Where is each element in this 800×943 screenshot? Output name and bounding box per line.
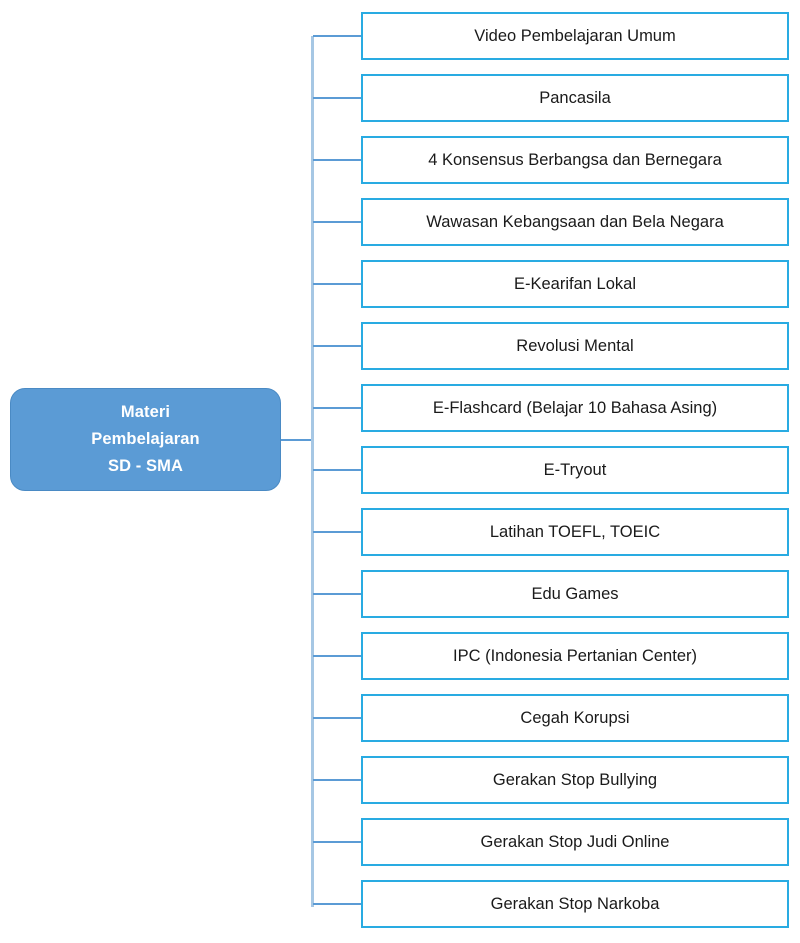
root-connector-stem (281, 439, 313, 441)
connector-trunk-vertical (311, 36, 314, 907)
leaf-node-label: Wawasan Kebangsaan dan Bela Negara (426, 213, 724, 231)
leaf-node-label: E-Kearifan Lokal (514, 275, 636, 293)
connector-branch-4 (313, 221, 361, 223)
connector-branch-3 (313, 159, 361, 161)
leaf-node-10[interactable]: Edu Games (361, 570, 789, 618)
connector-branch-1 (313, 35, 361, 37)
connector-branch-13 (313, 779, 361, 781)
leaf-node-4[interactable]: Wawasan Kebangsaan dan Bela Negara (361, 198, 789, 246)
leaf-node-label: Gerakan Stop Judi Online (480, 833, 670, 851)
leaf-node-11[interactable]: IPC (Indonesia Pertanian Center) (361, 632, 789, 680)
leaf-node-8[interactable]: E-Tryout (361, 446, 789, 494)
connector-branch-5 (313, 283, 361, 285)
connector-branch-11 (313, 655, 361, 657)
leaf-node-13[interactable]: Gerakan Stop Bullying (361, 756, 789, 804)
root-node-line-2: Pembelajaran (91, 430, 200, 448)
leaf-node-6[interactable]: Revolusi Mental (361, 322, 789, 370)
leaf-node-label: Gerakan Stop Narkoba (490, 895, 660, 913)
leaf-node-label: Cegah Korupsi (520, 709, 630, 727)
leaf-node-5[interactable]: E-Kearifan Lokal (361, 260, 789, 308)
connector-branch-6 (313, 345, 361, 347)
leaf-node-label: E-Tryout (543, 461, 607, 479)
leaf-node-14[interactable]: Gerakan Stop Judi Online (361, 818, 789, 866)
connector-branch-14 (313, 841, 361, 843)
root-node-line-3: SD - SMA (107, 457, 184, 475)
leaf-node-label: IPC (Indonesia Pertanian Center) (453, 647, 697, 665)
connector-branch-10 (313, 593, 361, 595)
leaf-node-label: 4 Konsensus Berbangsa dan Bernegara (428, 151, 722, 169)
leaf-node-2[interactable]: Pancasila (361, 74, 789, 122)
leaf-node-label: E-Flashcard (Belajar 10 Bahasa Asing) (432, 399, 718, 417)
leaf-node-label: Edu Games (531, 585, 619, 603)
leaf-node-1[interactable]: Video Pembelajaran Umum (361, 12, 789, 60)
leaf-node-label: Latihan TOEFL, TOEIC (489, 523, 661, 541)
leaf-node-9[interactable]: Latihan TOEFL, TOEIC (361, 508, 789, 556)
leaf-node-label: Pancasila (539, 89, 611, 107)
root-node-line-1: Materi (120, 403, 171, 421)
connector-branch-9 (313, 531, 361, 533)
leaf-node-label: Revolusi Mental (516, 337, 634, 355)
connector-branch-15 (313, 903, 361, 905)
connector-branch-8 (313, 469, 361, 471)
leaf-node-7[interactable]: E-Flashcard (Belajar 10 Bahasa Asing) (361, 384, 789, 432)
connector-branch-12 (313, 717, 361, 719)
root-node-materi-pembelajaran[interactable]: Materi Pembelajaran SD - SMA (10, 388, 281, 491)
leaf-node-3[interactable]: 4 Konsensus Berbangsa dan Bernegara (361, 136, 789, 184)
leaf-node-15[interactable]: Gerakan Stop Narkoba (361, 880, 789, 928)
leaf-node-label: Video Pembelajaran Umum (474, 27, 676, 45)
connector-branch-7 (313, 407, 361, 409)
leaf-node-12[interactable]: Cegah Korupsi (361, 694, 789, 742)
leaf-node-label: Gerakan Stop Bullying (492, 771, 658, 789)
connector-branch-2 (313, 97, 361, 99)
